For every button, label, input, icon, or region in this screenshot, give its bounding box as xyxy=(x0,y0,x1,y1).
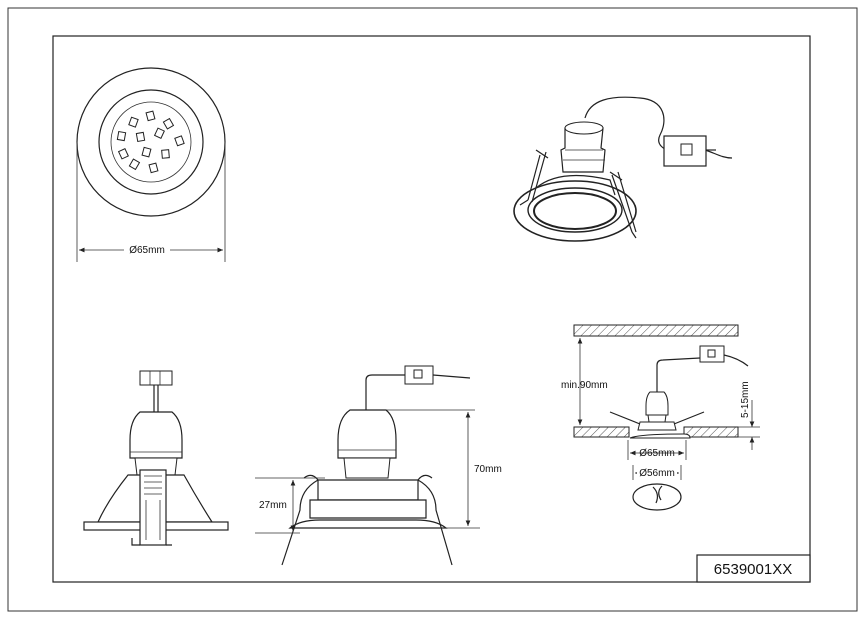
body-height-label: 27mm xyxy=(259,500,287,511)
part-number-box: 6539001XX xyxy=(696,554,811,583)
min-depth-label: min.90mm xyxy=(561,380,608,391)
ceiling-thickness-label: 5-15mm xyxy=(740,381,751,418)
led-chips xyxy=(116,110,185,174)
part-number: 6539001XX xyxy=(714,561,792,578)
front-diameter-label: Ø65mm xyxy=(129,245,165,256)
outer-frame xyxy=(7,7,858,612)
perspective-view xyxy=(513,96,733,242)
cutout-hole xyxy=(632,483,682,511)
cutout-diameter-label: Ø56mm xyxy=(639,468,675,479)
height-label: 70mm xyxy=(474,464,502,475)
front-view: Ø65mm xyxy=(76,67,226,262)
installation-view: min.90mm 5-15mm Ø65mm Ø56mm xyxy=(561,324,760,511)
drawing-frame xyxy=(52,35,811,583)
side-view-center: 70mm 27mm xyxy=(255,365,502,566)
side-view-left xyxy=(83,370,229,546)
outer-diameter-label: Ø65mm xyxy=(639,448,675,459)
